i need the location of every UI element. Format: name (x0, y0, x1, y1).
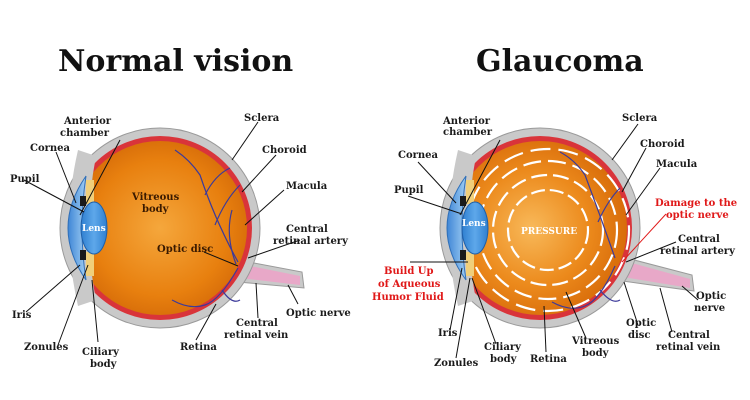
central-retinal-artery-label-2: retinal artery (273, 236, 349, 247)
glaucoma-optic-nerve-label-2: nerve (694, 303, 725, 314)
glaucoma-central-retinal-vein-label: Central (668, 330, 710, 341)
glaucoma-optic-disc-label-2: disc (628, 330, 651, 341)
glaucoma-pupil-label: Pupil (394, 185, 424, 196)
macula-label: Macula (286, 181, 328, 192)
build-up-label: Build Up (384, 266, 434, 277)
iris-label: Iris (12, 310, 32, 321)
glaucoma-central-retinal-artery-label: Central (678, 234, 720, 245)
damage-label-2: optic nerve (666, 210, 729, 221)
choroid-label: Choroid (262, 145, 307, 156)
vitreous-body-label: Vitreous (131, 192, 180, 203)
cornea-label: Cornea (30, 143, 71, 154)
glaucoma-ciliary-body-label-2: body (490, 354, 518, 365)
optic-nerve-label: Optic nerve (286, 308, 351, 319)
glaucoma-eye: PRESSURE Lens (372, 113, 737, 369)
glaucoma-central-retinal-artery-label-2: retinal artery (660, 246, 736, 257)
lens-shape (80, 201, 108, 255)
zonules-label: Zonules (24, 342, 69, 353)
glaucoma-choroid-label: Choroid (640, 139, 685, 150)
title-glaucoma: Glaucoma (476, 44, 644, 79)
anterior-chamber-label: Anterior (63, 116, 112, 127)
lens-label: Lens (82, 224, 106, 234)
glaucoma-sclera-label: Sclera (622, 113, 658, 124)
anterior-chamber-label-2: chamber (60, 128, 110, 139)
glaucoma-central-retinal-vein-label-2: retinal vein (656, 342, 721, 353)
ciliary-body-label-2: body (90, 359, 118, 370)
damage-label: Damage to the (655, 198, 737, 209)
vitreous-body-label-2: body (142, 204, 170, 215)
glaucoma-optic-disc-label: Optic (626, 318, 656, 329)
ciliary-body-label: Ciliary (82, 347, 120, 358)
glaucoma-iris-label: Iris (438, 328, 458, 339)
sclera-label: Sclera (244, 113, 280, 124)
central-retinal-vein-label: Central (236, 318, 278, 329)
glaucoma-vitreous-body-label: Vitreous (571, 336, 620, 347)
glaucoma-macula-label: Macula (656, 159, 698, 170)
retina-label: Retina (180, 342, 217, 353)
build-up-label-3: Humor Fluid (372, 292, 444, 303)
build-up-label-2: of Aqueous (378, 279, 441, 290)
title-normal-vision: Normal vision (58, 44, 294, 79)
central-retinal-artery-label: Central (286, 224, 328, 235)
glaucoma-vitreous-body-label-2: body (582, 348, 610, 359)
pressure-label: PRESSURE (521, 227, 577, 237)
optic-disc-label: Optic disc (157, 244, 213, 255)
glaucoma-cornea-label: Cornea (398, 150, 439, 161)
glaucoma-retinal-vessels (551, 151, 621, 309)
glaucoma-lens-shape (461, 201, 489, 255)
iris-shape (86, 180, 94, 204)
pupil-label: Pupil (10, 174, 40, 185)
glaucoma-anterior-chamber-label-2: chamber (443, 127, 493, 138)
glaucoma-retina-label: Retina (530, 354, 567, 365)
glaucoma-zonules-label: Zonules (434, 358, 479, 369)
glaucoma-optic-nerve-label: Optic (696, 291, 726, 302)
glaucoma-ciliary-body-label: Ciliary (484, 342, 522, 353)
glaucoma-anterior-chamber-label: Anterior (442, 116, 491, 127)
glaucoma-lens-label: Lens (462, 219, 486, 229)
retinal-vessels (171, 149, 241, 308)
normal-eye: Lens Vitreous body Optic disc (10, 113, 351, 370)
central-retinal-vein-label-2: retinal vein (224, 330, 289, 341)
